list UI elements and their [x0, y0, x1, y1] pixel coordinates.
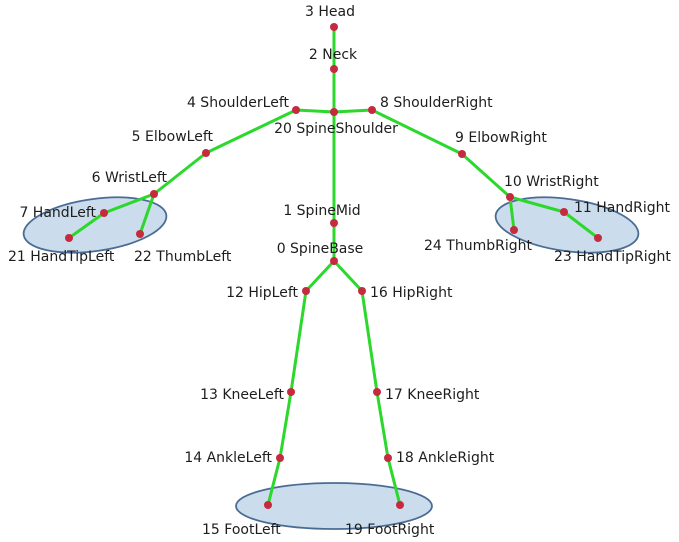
joint-label-wrist-right: 10 WristRight	[504, 174, 599, 190]
bone-spine-shoulder--shoulder-right	[332, 108, 374, 114]
joint-label-ankle-right: 18 AnkleRight	[396, 450, 495, 466]
joint-label-elbow-right: 9 ElbowRight	[455, 130, 547, 146]
joint-label-hip-right: 16 HipRight	[370, 285, 453, 301]
bone-elbow-left--wrist-left	[152, 151, 208, 196]
joint-shoulder-right-dot	[368, 106, 376, 114]
joint-thumb-right-dot	[510, 226, 518, 234]
joint-label-shoulder-left: 4 ShoulderLeft	[187, 95, 290, 111]
joint-neck-dot	[330, 65, 338, 73]
joint-spine-shoulder-dot	[330, 108, 338, 116]
joint-label-knee-left: 13 KneeLeft	[200, 387, 284, 403]
joint-head-dot	[330, 23, 338, 31]
joint-hand-tip-right-dot	[594, 234, 602, 242]
feet-ellipse	[235, 482, 433, 530]
bone-shoulder-right--elbow-right	[370, 108, 464, 156]
joint-spine-base-dot	[330, 257, 338, 265]
bone-wrist-right--thumb-right	[508, 195, 516, 232]
hand-feet-ellipses-layer	[22, 196, 640, 530]
joint-ankle-left-dot	[276, 454, 284, 462]
skeleton-joints-layer	[65, 23, 602, 509]
joint-label-thumb-left: 22 ThumbLeft	[134, 249, 232, 265]
joint-hand-tip-left-dot	[65, 234, 73, 242]
joint-hip-left-dot	[302, 287, 310, 295]
bone-ankle-right--foot-right	[386, 456, 402, 507]
joint-knee-left-dot	[287, 388, 295, 396]
bone-shoulder-left--elbow-left	[204, 108, 298, 155]
joint-elbow-left-dot	[202, 149, 210, 157]
skeleton-bones-layer	[67, 25, 600, 507]
right-hand-ellipse	[494, 196, 640, 254]
joint-shoulder-left-dot	[292, 106, 300, 114]
joint-label-hand-tip-right: 23 HandTipRight	[554, 249, 671, 265]
joint-hip-right-dot	[358, 287, 366, 295]
joint-hand-right-dot	[560, 208, 568, 216]
joint-label-neck: 2 Neck	[309, 47, 358, 63]
joint-label-wrist-left: 6 WristLeft	[92, 170, 168, 186]
joint-ankle-right-dot	[384, 454, 392, 462]
bone-knee-left--ankle-left	[278, 390, 293, 460]
joint-label-knee-right: 17 KneeRight	[385, 387, 480, 403]
joint-label-shoulder-right: 8 ShoulderRight	[380, 95, 493, 111]
joint-label-spine-mid: 1 SpineMid	[283, 203, 360, 219]
bone-hip-left--knee-left	[289, 289, 308, 394]
left-hand-ellipse	[22, 196, 168, 254]
joint-wrist-left-dot	[150, 190, 158, 198]
joint-label-hand-tip-left: 21 HandTipLeft	[8, 249, 115, 265]
joint-label-spine-base: 0 SpineBase	[277, 241, 364, 257]
bone-hand-left--hand-tip-left	[67, 211, 106, 240]
bone-elbow-right--wrist-right	[460, 152, 512, 199]
bone-hand-right--hand-tip-right	[562, 210, 600, 240]
joint-label-elbow-left: 5 ElbowLeft	[132, 129, 214, 145]
joint-elbow-right-dot	[458, 150, 466, 158]
joint-knee-right-dot	[373, 388, 381, 396]
joint-foot-right-dot	[396, 501, 404, 509]
joint-thumb-left-dot	[136, 230, 144, 238]
joint-label-thumb-right: 24 ThumbRight	[424, 238, 532, 254]
joint-wrist-right-dot	[506, 193, 514, 201]
bone-wrist-left--thumb-left	[138, 192, 156, 236]
bone-knee-right--ankle-right	[375, 390, 390, 460]
joint-label-head: 3 Head	[305, 4, 355, 20]
bone-wrist-left--hand-left	[102, 192, 156, 215]
joint-label-hand-left: 7 HandLeft	[19, 205, 96, 221]
joint-hand-left-dot	[100, 209, 108, 217]
bone-spine-base--hip-right	[332, 259, 364, 293]
joint-label-foot-right: 19 FootRight	[345, 522, 435, 538]
bone-hip-right--knee-right	[360, 289, 379, 394]
joint-label-ankle-left: 14 AnkleLeft	[184, 450, 272, 466]
bone-spine-base--hip-left	[304, 259, 336, 293]
joint-label-foot-left: 15 FootLeft	[202, 522, 281, 538]
joint-foot-left-dot	[264, 501, 272, 509]
joint-label-spine-shoulder: 20 SpineShoulder	[274, 121, 398, 137]
bone-ankle-left--foot-left	[266, 456, 282, 507]
joint-label-hand-right: 11 HandRight	[574, 200, 671, 216]
bone-wrist-right--hand-right	[508, 195, 566, 214]
joint-label-hip-left: 12 HipLeft	[226, 285, 298, 301]
bone-spine-shoulder--shoulder-left	[294, 108, 336, 114]
joint-spine-mid-dot	[330, 219, 338, 227]
joint-labels-layer: 0 SpineBase 1 SpineMid 2 Neck 3 Head 4 Shoul…	[8, 4, 671, 538]
